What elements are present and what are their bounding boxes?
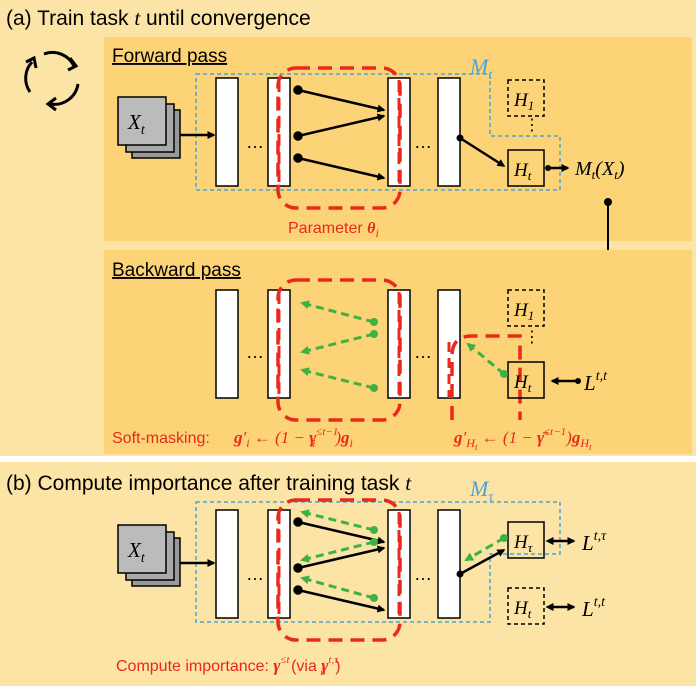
backward-pass-label: Backward pass (112, 260, 241, 281)
backward-head-gradient-arrow (466, 342, 505, 376)
backward-head-1-label: H1 (513, 300, 534, 323)
panel-b-head-tau (507, 521, 545, 559)
forward-layer-1 (215, 77, 239, 187)
forward-head-1-label: H1 (513, 90, 534, 113)
panel-b-head-tau-label: Hτ (513, 532, 534, 555)
forward-head-t-label: Ht (513, 160, 532, 183)
backward-head-parameter-box (450, 334, 522, 420)
panel-a-title: (a) Train task t until convergence (6, 6, 311, 30)
backward-head-1 (507, 289, 545, 327)
forward-head-vdots: ⋮ (524, 117, 540, 134)
panel-b-head-gradient-arrow (464, 536, 505, 562)
forward-to-head-arrow (459, 136, 506, 168)
panel-b-layer-1 (215, 509, 239, 619)
forward-head-1 (507, 79, 545, 117)
backward-gradient-arrows (300, 300, 378, 392)
forward-head-output-dot (545, 165, 551, 171)
panel-b-dots-1: … (246, 564, 264, 584)
backward-loss-label: Lt,t (583, 369, 608, 395)
forward-dots-1: … (246, 132, 264, 152)
forward-weight-arrows (293, 85, 386, 181)
panel-b-input-stack: Xt (117, 524, 181, 587)
forward-head-t (507, 149, 545, 187)
panel-b-loss-tau-label: Lt,τ (581, 529, 607, 555)
panel-b-title: (b) Compute importance after training ta… (6, 471, 412, 495)
forward-input-stack: Xt (117, 96, 181, 159)
backward-dots-1: … (246, 342, 264, 362)
panel-b-dots-2: … (414, 564, 432, 584)
backward-dots-2: … (414, 342, 432, 362)
backward-head-t-label: Ht (513, 372, 532, 395)
forward-layer-4 (437, 77, 461, 187)
panel-b-gradient-arrows (300, 509, 378, 602)
soft-masking-eq-2: g′Ht ← (1 − γ̄≤t−1)gHt (453, 426, 592, 452)
backward-head-t (507, 361, 545, 399)
cycle-icon (24, 50, 80, 112)
panel-b-weight-arrows (293, 517, 386, 613)
forward-input-label: Xt (127, 110, 146, 138)
forward-model-label: Mt (469, 54, 493, 83)
forward-output-label: Mt(Xt) (574, 158, 625, 182)
backward-head-vdots: ⋮ (524, 329, 540, 346)
panel-b-background (0, 462, 696, 686)
soft-masking-label: Soft-masking: (112, 430, 210, 447)
panel-b-head-t-label: Ht (513, 598, 532, 621)
panel-b-model-boundary (195, 501, 561, 623)
backward-layer-1 (215, 289, 239, 399)
forward-parameter-label: Parameter θi (288, 220, 379, 240)
forward-model-boundary (195, 73, 561, 191)
panel-b-input-label: Xt (127, 538, 146, 566)
forward-dots-2: … (414, 132, 432, 152)
panel-b-to-head-arrow (459, 548, 506, 576)
forward-pass-label: Forward pass (112, 46, 227, 67)
panel-b-model-label: Mτ (469, 476, 494, 505)
panel-b-loss-t-label: Lt,t (581, 595, 606, 621)
panel-b-layer-4 (437, 509, 461, 619)
panel-b-head-t (507, 587, 545, 625)
